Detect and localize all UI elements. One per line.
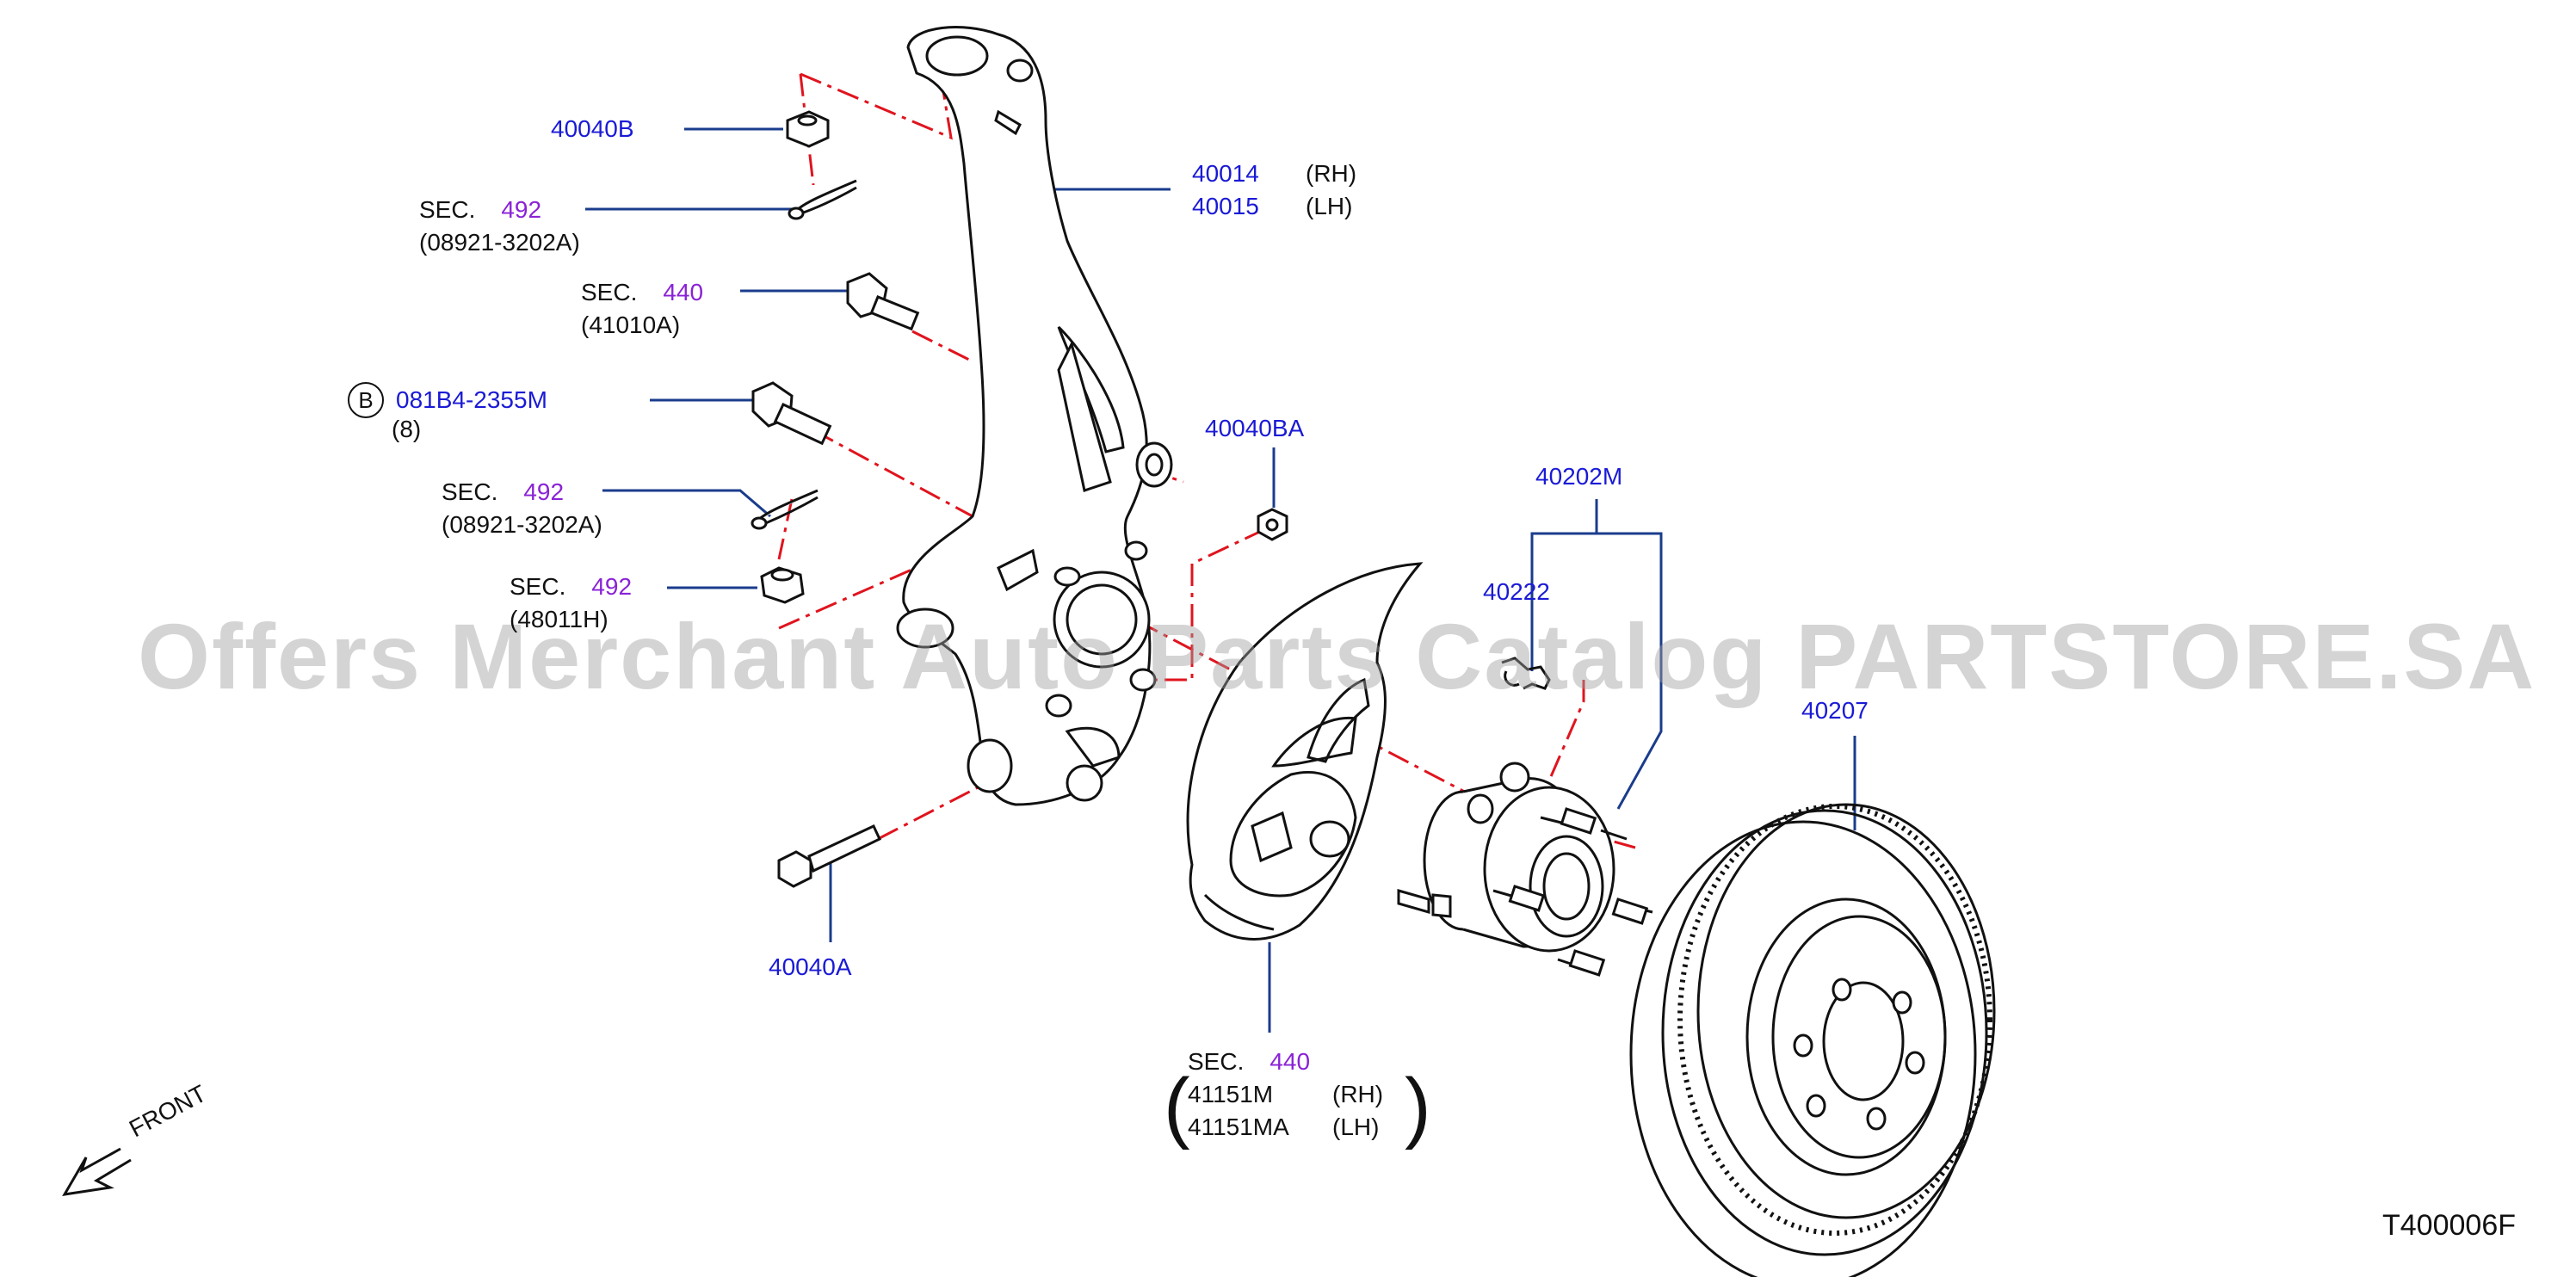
sec-number: 440 [1269,1048,1311,1075]
watermark-text: Offers Merchant Auto Parts Catalog PARTS… [138,604,2536,708]
sec-word: SEC. [419,196,476,223]
label-41151M[interactable]: 41151M [1188,1081,1274,1107]
b-circle-marker: B [348,382,384,418]
label-sec-440-b[interactable]: SEC. 440 [1188,1048,1310,1076]
sec-number: 440 [663,279,704,305]
label-40040BA[interactable]: 40040BA [1205,415,1305,441]
close-bracket: ) [1405,1063,1431,1151]
abs-sensor [1501,657,1551,690]
label-40207[interactable]: 40207 [1801,697,1869,724]
label-sec-492-c[interactable]: SEC. 492 [510,573,632,601]
label-081B4-2355M[interactable]: 081B4-2355M [396,386,547,413]
sec-word: SEC. [510,573,566,600]
label-sec-440-a[interactable]: SEC. 440 [581,279,703,306]
label-40222[interactable]: 40222 [1483,578,1550,605]
sec-number: 492 [523,478,565,505]
steering-knuckle [896,26,1173,806]
label-sec-492-b[interactable]: SEC. 492 [442,478,564,506]
label-48011H: (48011H) [510,606,608,632]
sec-number: 492 [501,196,542,223]
sec-number: 492 [591,573,633,600]
label-41010A: (41010A) [581,312,681,338]
label-40014-rh: (RH) [1306,160,1357,187]
label-40040B[interactable]: 40040B [551,115,634,142]
fasteners-left [751,110,1288,888]
label-41151MA[interactable]: 41151MA [1188,1114,1289,1140]
label-08921-b: (08921-3202A) [442,511,602,538]
brake-rotor [1629,803,1996,1277]
sec-word: SEC. [1188,1048,1245,1075]
label-40014[interactable]: 40014 [1192,160,1259,187]
sec-word: SEC. [581,279,638,305]
label-40015[interactable]: 40015 [1192,193,1259,219]
sec-word: SEC. [442,478,498,505]
label-40202M[interactable]: 40202M [1535,463,1623,490]
open-bracket: ( [1164,1063,1190,1151]
label-qty-8: (8) [392,416,422,442]
wheel-studs [1492,807,1653,977]
label-41151MA-lh: (LH) [1332,1114,1380,1140]
leader-lines [585,127,1856,1033]
label-sec-492-a[interactable]: SEC. 492 [419,196,541,224]
label-41151M-rh: (RH) [1332,1081,1384,1107]
hub-bearing [1397,762,1653,977]
front-arrow [62,1147,132,1196]
label-40040A[interactable]: 40040A [769,953,852,980]
label-40015-lh: (LH) [1306,193,1353,219]
label-08921-a: (08921-3202A) [419,229,580,256]
splash-shield [1186,562,1424,941]
figure-code: T400006F [2382,1209,2516,1242]
